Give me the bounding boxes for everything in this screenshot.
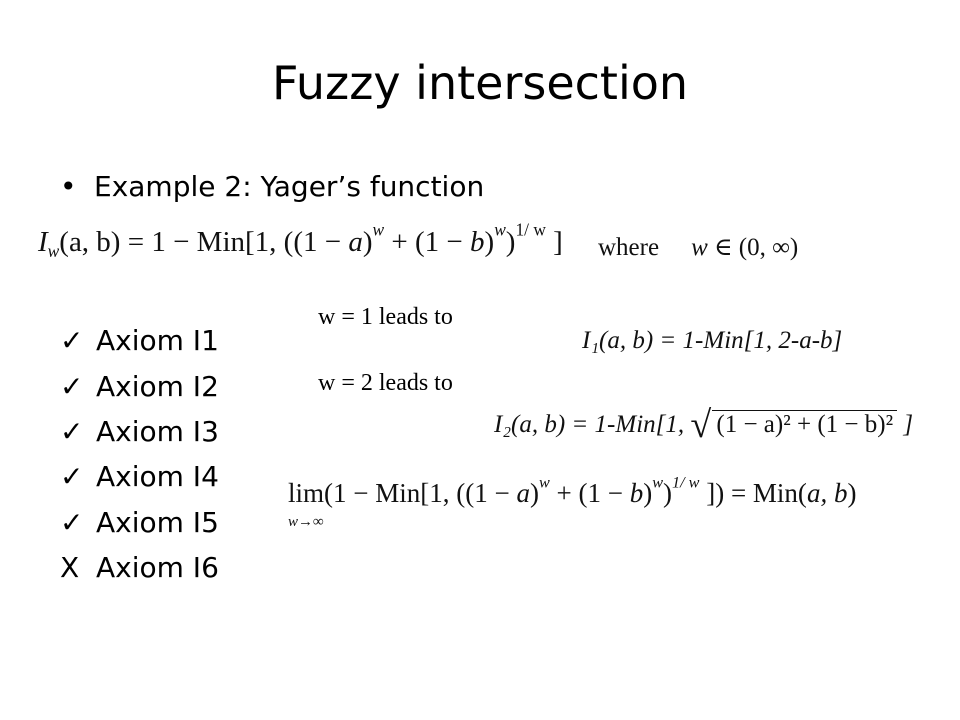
check-icon: ✓ <box>60 460 84 494</box>
lim-expr: ) <box>529 478 539 508</box>
check-icon: ✓ <box>60 369 84 403</box>
eq-lhs-args: (a, b) <box>59 226 121 258</box>
bullet-marker: • <box>60 170 77 203</box>
lim-var-a: a <box>516 478 530 508</box>
eq-rhs-part: ) <box>505 226 516 258</box>
sqrt: √(1 − a)² + (1 − b)² <box>690 406 898 444</box>
lim-exp-w: w <box>538 473 550 492</box>
eq-rhs-part: + (1 − <box>384 226 471 258</box>
leads-w2: w = 2 leads to <box>318 370 453 396</box>
axiom-list: ✓Axiom I1 ✓Axiom I2 ✓Axiom I3 ✓Axiom I4 … <box>60 318 219 590</box>
lim-expr: + (1 − <box>549 478 630 508</box>
where-var: w <box>691 234 708 261</box>
axiom-item: ✓ Axiom I5 <box>60 500 219 545</box>
eq-lhs-symbol: I <box>38 226 48 258</box>
eq-rhs-part: ) <box>484 226 495 258</box>
axiom-label: Axiom I3 <box>96 414 219 448</box>
lim-expr: ]) = Min( <box>699 478 807 508</box>
axiom-item: ✓ Axiom I3 <box>60 409 219 454</box>
eq-rhs-part: ) <box>362 226 373 258</box>
eq-var-a: a <box>348 226 363 258</box>
bullet-example: • Example 2: Yager’s function <box>60 170 484 203</box>
eq-var-b: b <box>470 226 485 258</box>
axiom-item: ✓ Axiom I1 <box>60 318 219 363</box>
axiom-item: ✓ Axiom I4 <box>60 454 219 499</box>
check-icon: ✓ <box>60 414 84 448</box>
result-w2-prefix: I₂(a, b) = 1-Min[1, <box>494 411 691 438</box>
cross-icon: X <box>60 551 80 585</box>
bullet-text: Example 2: Yager’s function <box>94 170 485 203</box>
result-w2: I₂(a, b) = 1-Min[1, √(1 − a)² + (1 − b)²… <box>494 406 914 444</box>
axiom-label: Axiom I1 <box>96 324 219 358</box>
lim-expr: (1 − Min[1, ((1 − <box>324 478 517 508</box>
check-icon: ✓ <box>60 324 84 358</box>
lim-word: lim <box>288 478 325 508</box>
radical-sign: √ <box>690 404 712 446</box>
where-set: ∈ (0, ∞) <box>707 234 799 261</box>
check-icon: ✓ <box>60 505 84 539</box>
axiom-label: Axiom I6 <box>96 551 219 585</box>
lim-subscript: w→∞ <box>288 514 324 530</box>
radicand: (1 − a)² + (1 − b)² <box>712 410 898 439</box>
lim-expr: ) <box>663 478 673 508</box>
axiom-label: Axiom I5 <box>96 505 219 539</box>
eq-exp-w: w <box>494 219 506 240</box>
leads-w1: w = 1 leads to <box>318 304 453 330</box>
lim-var-b: b <box>629 478 644 508</box>
eq-exp-inverse-w: 1/ w <box>515 219 546 240</box>
lim-expr: ) <box>643 478 653 508</box>
lim-expr: ) <box>847 478 857 508</box>
result-w1: I₁(a, b) = 1-Min[1, 2-a-b] <box>582 327 843 354</box>
axiom-label: Axiom I2 <box>96 369 219 403</box>
eq-lhs-subscript: w <box>47 241 60 262</box>
eq-rhs-part: ] <box>545 226 563 258</box>
axiom-item: X Axiom I6 <box>60 545 219 590</box>
eq-rhs-part: = 1 − Min[1, ((1 − <box>120 226 349 258</box>
lim-args: a, b <box>806 478 848 508</box>
axiom-item: ✓ Axiom I2 <box>60 363 219 408</box>
lim-exp-inverse-w: 1/ w <box>672 473 700 492</box>
eq-exp-w: w <box>372 219 385 240</box>
result-w2-suffix: ] <box>897 411 914 438</box>
slide-title: Fuzzy intersection <box>271 56 689 110</box>
lim-exp-w: w <box>652 473 664 492</box>
where-word: where <box>598 234 660 261</box>
axiom-label: Axiom I4 <box>96 460 219 494</box>
where-clause: where w ∈ (0, ∞) <box>598 232 798 262</box>
yager-equation: Iw(a, b) = 1 − Min[1, ((1 − a)w + (1 − b… <box>38 221 563 262</box>
